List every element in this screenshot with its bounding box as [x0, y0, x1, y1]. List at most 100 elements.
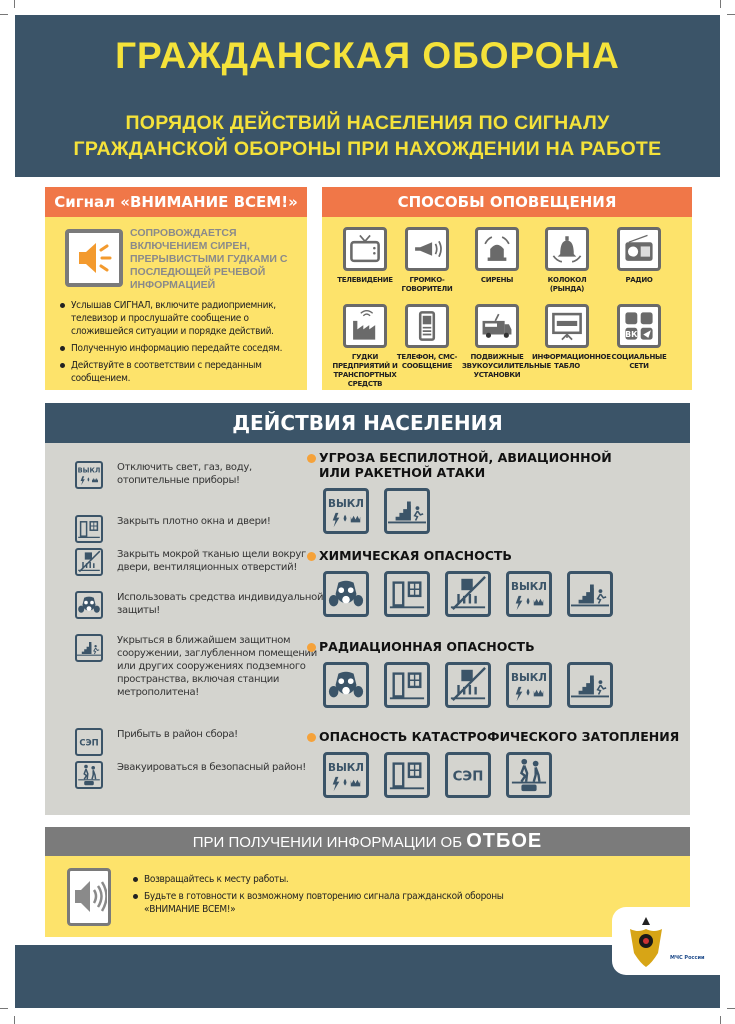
social-icon: ВК [617, 304, 661, 348]
all-clear-panel: ПРИ ПОЛУЧЕНИИ ИНФОРМАЦИИ ОБ ОТБОЕ Возвра… [45, 827, 690, 937]
svg-text:ВЫКЛ: ВЫКЛ [511, 672, 547, 684]
hazard-title: ОПАСНОСТЬ КАТАСТРОФИЧЕСКОГО ЗАТОПЛЕНИЯ [307, 729, 687, 744]
evac-icon [75, 761, 103, 789]
signal-instructions: Услышав СИГНАЛ, включите радиоприемник, … [57, 299, 302, 389]
svg-text:СЭП: СЭП [79, 738, 98, 748]
mask-icon [323, 662, 369, 708]
door-icon [384, 752, 430, 798]
notification-method: КОЛОКОЛ (РЫНДА) [532, 227, 602, 294]
sep-icon: СЭП [445, 752, 491, 798]
svg-text:СЭП: СЭП [453, 770, 484, 785]
door-icon [75, 515, 103, 543]
instruction-item: Возвращайтесь к месту работы. [130, 873, 530, 886]
instruction-item: Действуйте в соответствии с переданным с… [57, 359, 302, 385]
notification-method: СИРЕНЫ [462, 227, 532, 285]
seal-icon [445, 662, 491, 708]
shelter-icon [75, 634, 103, 662]
shelter-icon [384, 488, 430, 534]
notification-method: ИНФОРМАЦИОННОЕ ТАБЛО [532, 304, 611, 371]
legend-text: Эвакуироваться в безопасный район! [117, 762, 306, 773]
svg-text:ВЫКЛ: ВЫКЛ [328, 762, 364, 774]
page-title: ГРАЖДАНСКАЯ ОБОРОНА [115, 35, 620, 76]
notification-title: СПОСОБЫ ОПОВЕЩЕНИЯ [322, 187, 692, 217]
all-clear-title: ПРИ ПОЛУЧЕНИИ ИНФОРМАЦИИ ОБ ОТБОЕ [45, 827, 690, 856]
mask-icon [323, 571, 369, 617]
emercom-logo: МЧС России [612, 907, 720, 975]
subtitle-line: ГРАЖДАНСКОЙ ОБОРОНЫ ПРИ НАХОЖДЕНИИ НА РА… [73, 138, 662, 160]
all-clear-title-prefix: ПРИ ПОЛУЧЕНИИ ИНФОРМАЦИИ ОБ [192, 834, 467, 851]
evac-icon [506, 752, 552, 798]
phone-icon [405, 304, 449, 348]
board-icon [545, 304, 589, 348]
legend-text: Отключить свет, газ, воду, отопительные … [117, 462, 252, 486]
legend-text: Укрыться в ближайшем защитном сооружении… [117, 635, 317, 698]
notification-method-label: ПОДВИЖНЫЕ ЗВУКОУСИЛИТЕЛЬНЫЕ УСТАНОВКИ [462, 353, 551, 379]
siren-icon [475, 227, 519, 271]
hazard-title: ХИМИЧЕСКАЯ ОПАСНОСТЬ [307, 548, 687, 563]
notification-method-label: ГУДКИ ПРЕДПРИЯТИЙ И ТРАНСПОРТНЫХ СРЕДСТВ [332, 353, 398, 388]
off-icon: ВЫКЛ [506, 662, 552, 708]
bell-icon [545, 227, 589, 271]
logo-text: МЧС России [670, 955, 705, 961]
speaker-icon [65, 229, 123, 287]
instruction-item: Будьте в готовности к возможному повторе… [130, 890, 530, 916]
notification-method: ПОДВИЖНЫЕ ЗВУКОУСИЛИТЕЛЬНЫЕ УСТАНОВКИ [462, 304, 551, 380]
signal-title: Сигнал «ВНИМАНИЕ ВСЕМ!» [45, 187, 307, 217]
notification-method-label: КОЛОКОЛ (РЫНДА) [547, 276, 587, 293]
loudspeaker-icon [405, 227, 449, 271]
seal-icon [445, 571, 491, 617]
notification-method-label: СИРЕНЫ [480, 276, 514, 284]
notification-method: РАДИО [604, 227, 674, 285]
sep-icon: СЭП [75, 728, 103, 756]
off-icon: ВЫКЛ [506, 571, 552, 617]
header-banner: ГРАЖДАНСКАЯ ОБОРОНА ПОРЯДОК ДЕЙСТВИЙ НАС… [15, 15, 720, 177]
door-icon [384, 662, 430, 708]
legend-text: Закрыть плотно окна и двери! [117, 516, 271, 527]
legend-item: Эвакуироваться в безопасный район! [75, 761, 325, 789]
svg-text:ВЫКЛ: ВЫКЛ [328, 498, 364, 510]
svg-text:ВК: ВК [625, 330, 638, 339]
shelter-icon [567, 571, 613, 617]
notification-method: ТЕЛЕФОН, СМС-СООБЩЕНИЕ [392, 304, 462, 371]
shelter-icon [567, 662, 613, 708]
all-clear-instructions: Возвращайтесь к месту работы. Будьте в г… [130, 873, 530, 920]
legend-item: Укрыться в ближайшем защитном сооружении… [75, 634, 325, 699]
notification-method-label: ТЕЛЕВИДЕНИЕ [337, 276, 393, 284]
notification-method: ГУДКИ ПРЕДПРИЯТИЙ И ТРАНСПОРТНЫХ СРЕДСТВ [330, 304, 400, 389]
instruction-item: Услышав СИГНАЛ, включите радиоприемник, … [57, 299, 302, 338]
seal-icon [75, 548, 103, 576]
page-subtitle: ПОРЯДОК ДЕЙСТВИЙ НАСЕЛЕНИЯ ПО СИГНАЛУ ГР… [15, 110, 720, 162]
mask-icon [75, 591, 103, 619]
legend-item: Использовать средства индивидуальной защ… [75, 591, 325, 619]
tv-icon [343, 227, 387, 271]
legend-text: Закрыть мокрой тканью щели вокруг двери,… [117, 549, 306, 573]
footer-band [15, 945, 720, 1008]
hazard-category: ХИМИЧЕСКАЯ ОПАСНОСТЬ ВЫКЛ [307, 548, 687, 617]
notification-methods-panel: СПОСОБЫ ОПОВЕЩЕНИЯ ТЕЛЕВИДЕНИЕ ГРОМКО-ГОВ… [322, 187, 692, 390]
legend-item: Закрыть плотно окна и двери! [75, 515, 325, 543]
hazard-title: УГРОЗА БЕСПИЛОТНОЙ, АВИАЦИОННОЙ ИЛИ РАКЕ… [307, 450, 647, 480]
notification-method-label: ТЕЛЕФОН, СМС-СООБЩЕНИЕ [396, 353, 458, 370]
legend-item: СЭП Прибыть в район сбора! [75, 728, 325, 756]
legend-item: Закрыть мокрой тканью щели вокруг двери,… [75, 548, 325, 576]
emblem-icon [630, 917, 662, 967]
van-icon [475, 304, 519, 348]
notification-method-label: РАДИО [625, 276, 653, 284]
factory-icon [343, 304, 387, 348]
radio-icon [617, 227, 661, 271]
signal-panel: Сигнал «ВНИМАНИЕ ВСЕМ!» СОПРОВОЖДАЕТСЯ В… [45, 187, 307, 390]
notification-method: ГРОМКО-ГОВОРИТЕЛИ [392, 227, 462, 294]
legend-text: Прибыть в район сбора! [117, 729, 238, 740]
off-icon: ВЫКЛ [323, 488, 369, 534]
svg-text:ВЫКЛ: ВЫКЛ [78, 467, 101, 475]
instruction-item: Полученную информацию передайте соседям. [57, 342, 302, 355]
subtitle-line: ПОРЯДОК ДЕЙСТВИЙ НАСЕЛЕНИЯ ПО СИГНАЛУ [125, 112, 610, 134]
notification-method: ТЕЛЕВИДЕНИЕ [330, 227, 400, 285]
legend-text: Использовать средства индивидуальной защ… [117, 592, 324, 616]
door-icon [384, 571, 430, 617]
legend-item: ВЫКЛ Отключить свет, газ, воду, отопитель… [75, 461, 325, 489]
notification-method-label: ГРОМКО-ГОВОРИТЕЛИ [401, 276, 453, 293]
hazard-category: УГРОЗА БЕСПИЛОТНОЙ, АВИАЦИОННОЙ ИЛИ РАКЕ… [307, 450, 687, 534]
